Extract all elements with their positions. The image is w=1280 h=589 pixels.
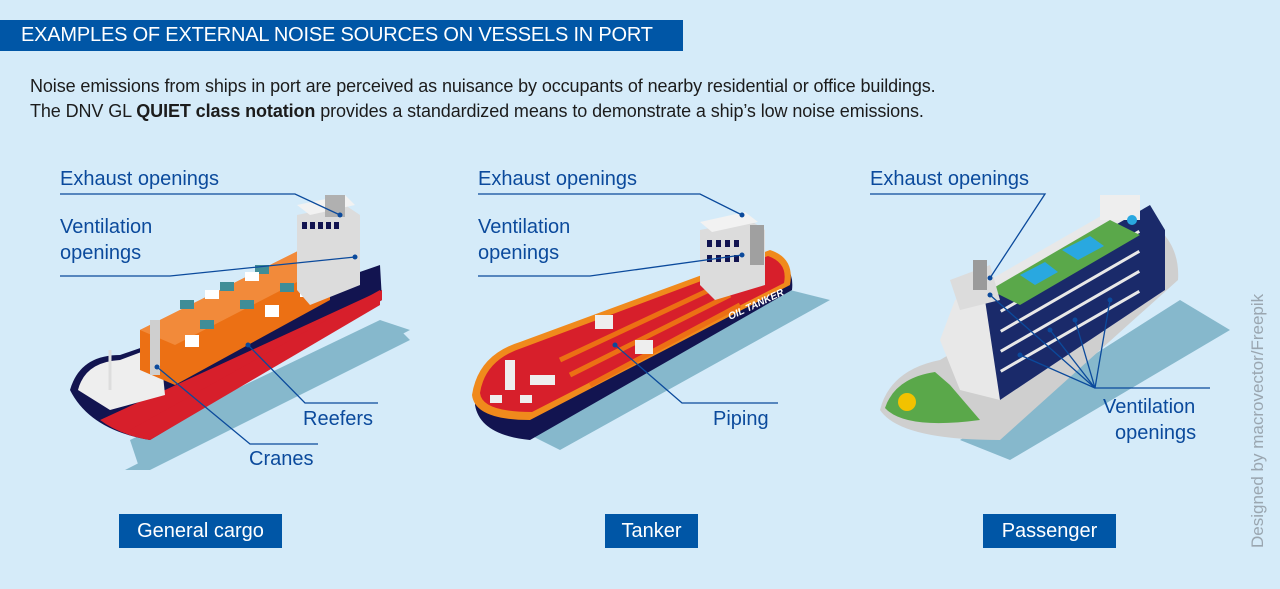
passenger-ship [880, 195, 1179, 440]
cargo-ventilation-label-1: Ventilation [60, 216, 153, 238]
passenger-exhaust-label: Exhaust openings [870, 168, 1030, 190]
tanker-ventilation-label-1: Ventilation [478, 216, 571, 238]
cargo-ventilation-label-2: openings [60, 242, 142, 264]
image-credit: Designed by macrovector/Freepik [1248, 293, 1267, 548]
passenger-tag: Passenger [983, 514, 1116, 548]
tanker-ship: OIL TANKER [472, 212, 793, 440]
intro-text: Noise emissions from ships in port are p… [30, 76, 936, 121]
leader-lines [60, 193, 1210, 445]
tanker-piping-label: Piping [713, 408, 769, 430]
tanker-ventilation-label-2: openings [478, 242, 560, 264]
passenger-ventilation-label-2: openings [1115, 422, 1197, 444]
leader-dots [154, 212, 1113, 370]
cargo-exhaust-label: Exhaust openings [60, 168, 220, 190]
tanker-tag: Tanker [605, 514, 698, 548]
tanker-exhaust-label: Exhaust openings [478, 168, 638, 190]
general-cargo-tag: General cargo [119, 514, 282, 548]
cargo-reefers-label: Reefers [303, 408, 374, 430]
cargo-shadow-body [130, 320, 410, 470]
cargo-cranes-label: Cranes [249, 448, 314, 470]
general-cargo-ship [70, 195, 382, 440]
tanker-shadow [520, 290, 830, 450]
page-title: EXAMPLES OF EXTERNAL NOISE SOURCES ON VE… [0, 20, 683, 51]
passenger-ventilation-label-1: Ventilation [1103, 396, 1196, 418]
passenger-shadow [960, 300, 1230, 460]
